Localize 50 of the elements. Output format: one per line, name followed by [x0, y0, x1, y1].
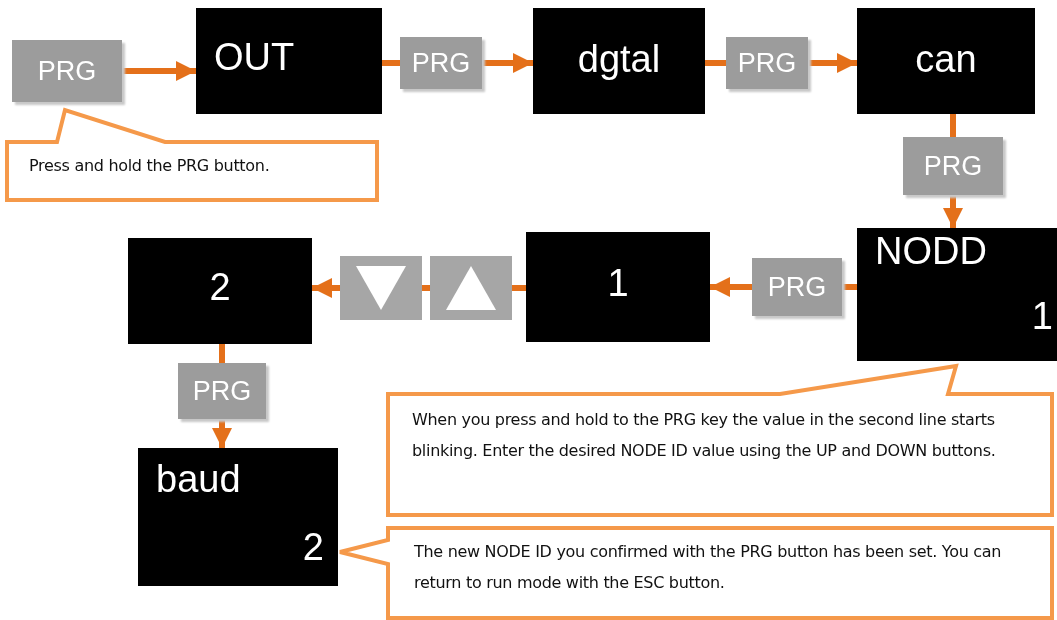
button-label: PRG	[411, 47, 471, 79]
display-text: baud	[156, 460, 241, 498]
button-label: PRG	[767, 271, 827, 303]
display-text: NODD	[875, 232, 987, 270]
prg-button	[903, 137, 1003, 195]
callout-bubble	[388, 366, 1052, 515]
lcd-display	[138, 448, 338, 586]
display-text: 2	[302, 528, 324, 566]
button-label: PRG	[737, 47, 797, 79]
callout-bubble	[7, 110, 377, 200]
instruction-text: When you press and hold to the PRG key the value in the second line starts blinking. Enter the desired NODE ID value using the UP and DOWN buttons.	[412, 409, 997, 462]
prg-button	[178, 363, 266, 419]
connector-line	[705, 60, 726, 66]
lcd-display	[526, 232, 710, 342]
prg-button	[726, 37, 808, 89]
lcd-display	[857, 228, 1057, 361]
arrow	[122, 61, 196, 81]
display-text: OUT	[214, 38, 295, 76]
connector-line	[422, 285, 430, 291]
button-label: PRG	[192, 375, 252, 407]
instruction-text: Press and hold the PRG button.	[29, 155, 271, 177]
arrow	[312, 278, 340, 298]
lcd-display	[128, 238, 312, 344]
prg-button	[12, 40, 122, 102]
connector-line	[382, 60, 400, 66]
display-text: 1	[606, 264, 630, 302]
prg-button	[752, 258, 842, 316]
arrow	[482, 53, 533, 73]
arrow	[943, 195, 963, 228]
connector-line	[512, 285, 526, 291]
connector-line	[842, 284, 857, 290]
connector-line	[219, 344, 225, 363]
instruction-text: The new NODE ID you confirmed with the PRG button has been set. You can return to run mode with the ESC button.	[414, 541, 1003, 594]
arrow	[212, 419, 232, 448]
callout-bubble	[340, 528, 1052, 618]
lcd-display	[857, 8, 1035, 114]
arrow-key-button	[430, 256, 512, 320]
display-text: 1	[1031, 297, 1053, 335]
connector-line	[950, 114, 956, 137]
arrow-key-button	[340, 256, 422, 320]
lcd-display	[196, 8, 382, 114]
prg-button	[400, 37, 482, 89]
lcd-display	[533, 8, 705, 114]
display-text: 2	[208, 268, 232, 306]
display-text: can	[914, 40, 978, 78]
arrow	[808, 53, 857, 73]
display-text: dgtal	[576, 40, 662, 78]
button-label: PRG	[37, 55, 97, 87]
arrow	[710, 277, 752, 297]
button-label: PRG	[923, 150, 983, 182]
